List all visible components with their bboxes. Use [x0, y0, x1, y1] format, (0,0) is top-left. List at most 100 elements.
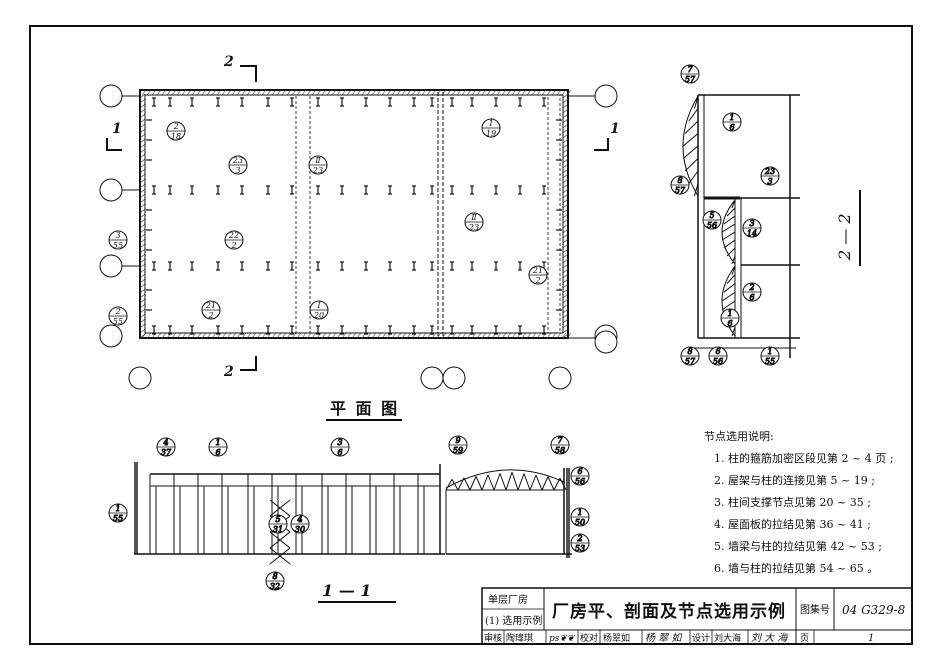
detail-callout: 222 — [224, 230, 244, 250]
callout-bottom: 57 — [685, 75, 696, 84]
category-line1: 单层厂房 — [488, 593, 528, 606]
callout-top: 8 — [272, 572, 277, 581]
callout-bottom: 57 — [675, 186, 686, 195]
detail-callout: Ⅰ20 — [309, 300, 329, 320]
callout-top: 1 — [727, 309, 732, 318]
callout-bottom: 55 — [113, 317, 123, 326]
callout-bottom: 20 — [313, 311, 324, 320]
review-label: 审核 — [484, 632, 502, 644]
callout-top: 1 — [488, 119, 493, 128]
detail-callout: 832 — [265, 571, 285, 592]
detail-callout: 255 — [108, 306, 128, 326]
detail-callout: 531 — [268, 514, 288, 535]
designer-signature: 刘 大 海 — [751, 632, 789, 644]
detail-callout: 150 — [570, 507, 590, 528]
callout-top: 6 — [577, 467, 582, 476]
callout-top: 1 — [577, 508, 582, 517]
title-block — [481, 587, 913, 645]
callout-top: 21 — [205, 301, 216, 310]
callout-bottom: 23 — [312, 166, 323, 175]
axis-bubble — [99, 178, 123, 202]
detail-callout: 218 — [166, 121, 186, 141]
section-mark-right: 1 — [610, 121, 620, 137]
notes-heading: 节点选用说明: — [704, 429, 774, 443]
section-mark-top: 2 — [223, 54, 234, 70]
plan-outline — [139, 89, 569, 339]
detail-callout: 16 — [722, 112, 742, 133]
detail-callout: 155 — [760, 346, 780, 367]
axis-bubble — [99, 254, 123, 278]
section-2-2-title: 2 — 2 — [835, 213, 854, 261]
callout-bottom: 6 — [749, 293, 754, 302]
callout-top: 4 — [162, 438, 168, 447]
detail-callout: 233 — [760, 166, 780, 187]
callout-top: 6 — [715, 347, 720, 356]
detail-callout: 430 — [290, 514, 310, 535]
checker-signature: 杨 翠 如 — [645, 632, 683, 644]
detail-callout: 355 — [108, 230, 128, 250]
callout-bottom: 3 — [235, 166, 240, 175]
detail-callout: 119 — [481, 118, 501, 138]
callout-bottom: 30 — [295, 525, 305, 534]
axis-bubble — [594, 330, 618, 354]
callout-top: 22 — [228, 231, 239, 240]
axis-bubble — [420, 366, 444, 390]
callout-top: 1 — [767, 347, 772, 356]
callout-top: 8 — [677, 176, 682, 185]
detail-callout: 437 — [156, 437, 176, 458]
callout-bottom: 56 — [713, 357, 723, 366]
section-mark-left: 1 — [112, 121, 122, 137]
callout-top: 1 — [115, 504, 120, 513]
callout-top: 5 — [275, 515, 280, 524]
detail-callout: 857 — [670, 175, 690, 196]
callout-top: Ⅱ — [470, 213, 477, 222]
detail-callout: 656 — [570, 466, 590, 487]
callout-bottom: 18 — [171, 132, 181, 141]
callout-top: 2 — [576, 534, 582, 543]
detail-callout: 212 — [201, 300, 221, 320]
plan-title: 平 面 图 — [330, 399, 399, 418]
reviewer-signature: ps❦❦ — [549, 634, 575, 644]
callout-top: 23 — [232, 156, 243, 165]
callout-bottom: 31 — [273, 525, 283, 534]
callout-top: 1 — [729, 113, 734, 122]
callout-bottom: 37 — [161, 448, 172, 457]
callout-bottom: 2 — [534, 276, 540, 285]
detail-callout: 757 — [680, 64, 700, 85]
section-1-1-title: 1 — 1 — [322, 581, 371, 600]
callout-bottom: 56 — [575, 477, 585, 486]
callout-bottom: 56 — [707, 221, 717, 230]
check-label: 校对 — [580, 632, 598, 644]
note-item: 5. 墙梁与柱的拉结见第 42 ~ 53 ; — [714, 539, 882, 553]
callout-top: 7 — [687, 65, 693, 74]
callout-bottom: 3 — [767, 177, 772, 186]
axis-bubble — [99, 84, 123, 108]
callout-top: 7 — [557, 436, 563, 445]
note-item: 3. 柱间支撑节点见第 20 ~ 35 ; — [714, 495, 871, 509]
callout-top: 3 — [115, 231, 120, 240]
note-item: 4. 屋面板的拉结见第 36 ~ 41 ; — [714, 517, 871, 531]
section-mark-bottom: 2 — [223, 364, 234, 380]
drawing-main-title: 厂房平、剖面及节点选用示例 — [552, 601, 786, 622]
detail-callout: 26 — [742, 282, 762, 303]
detail-callout: 36 — [330, 437, 350, 458]
note-item: 1. 柱的箍筋加密区段见第 2 ~ 4 页 ; — [714, 451, 893, 465]
callout-bottom: 55 — [113, 241, 123, 250]
detail-callout: 314 — [742, 218, 762, 239]
note-item: 2. 屋架与柱的连接见第 5 ~ 19 ; — [714, 473, 875, 487]
title-block-text: 单层厂房 (1) 选用示例 厂房平、剖面及节点选用示例 图集号 04 G329-… — [484, 593, 906, 644]
atlas-label: 图集号 — [800, 603, 830, 616]
callout-top: 5 — [709, 211, 714, 220]
note-item: 6. 墙与柱的拉结见第 54 ~ 65 。 — [714, 561, 878, 575]
callout-bottom: 57 — [685, 357, 696, 366]
callout-bottom: 6 — [729, 123, 734, 132]
callout-top: 4 — [296, 515, 302, 524]
callout-bottom: 58 — [555, 446, 565, 455]
callout-top: 3 — [337, 438, 342, 447]
sheet-border — [29, 25, 913, 645]
notes-block: 节点选用说明: 1. 柱的箍筋加密区段见第 2 ~ 4 页 ; 2. 屋架与柱的… — [704, 429, 893, 575]
callout-bottom: 6 — [215, 448, 220, 457]
